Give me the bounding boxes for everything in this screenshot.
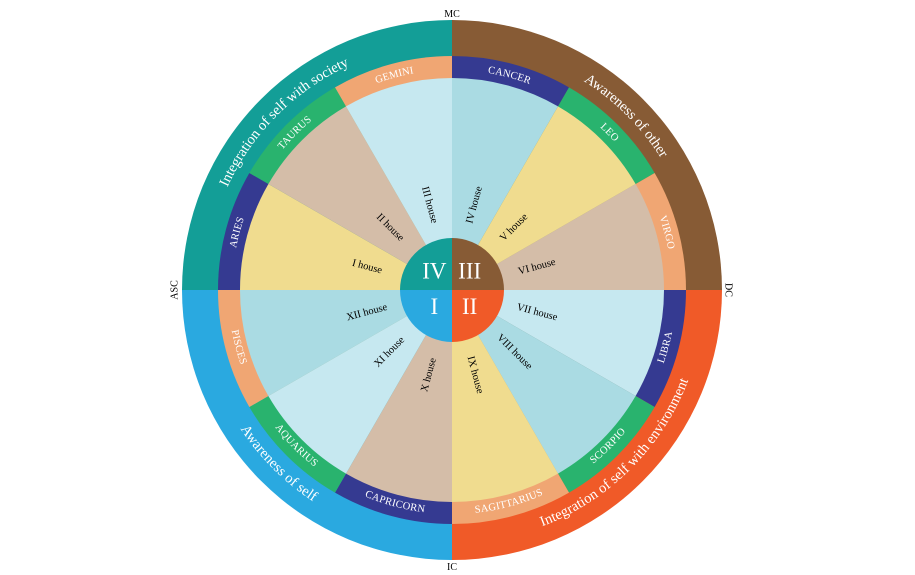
house-sector-5 <box>452 106 636 291</box>
axis-label-dc: DC <box>723 283 734 297</box>
quadrant-numeral-ii: II <box>462 294 477 319</box>
house-sector-2 <box>268 106 452 291</box>
axis-label-mc: MC <box>444 9 460 20</box>
house-sectors <box>239 78 664 502</box>
house-sector-11 <box>268 290 452 474</box>
house-sector-6 <box>452 184 664 290</box>
house-sector-7 <box>452 290 664 396</box>
quadrant-center-iv <box>400 238 452 290</box>
quadrant-numeral-iii: III <box>458 259 481 284</box>
quadrant-numeral-iv: IV <box>422 259 447 284</box>
axis-label-ic: IC <box>447 562 457 573</box>
house-sector-4 <box>452 78 558 290</box>
house-sector-3 <box>346 78 452 290</box>
house-sector-1 <box>239 184 452 290</box>
quadrant-center-ii <box>452 290 504 342</box>
house-sector-8 <box>452 290 636 474</box>
house-sector-9 <box>452 290 558 502</box>
quadrant-center <box>400 238 504 342</box>
axis-label-asc: ASC <box>169 280 180 300</box>
house-sector-10 <box>346 290 452 502</box>
quadrant-center-iii <box>452 238 504 290</box>
quadrant-center-i <box>400 290 452 342</box>
quadrant-numeral-i: I <box>431 294 439 319</box>
house-sector-12 <box>240 290 452 396</box>
